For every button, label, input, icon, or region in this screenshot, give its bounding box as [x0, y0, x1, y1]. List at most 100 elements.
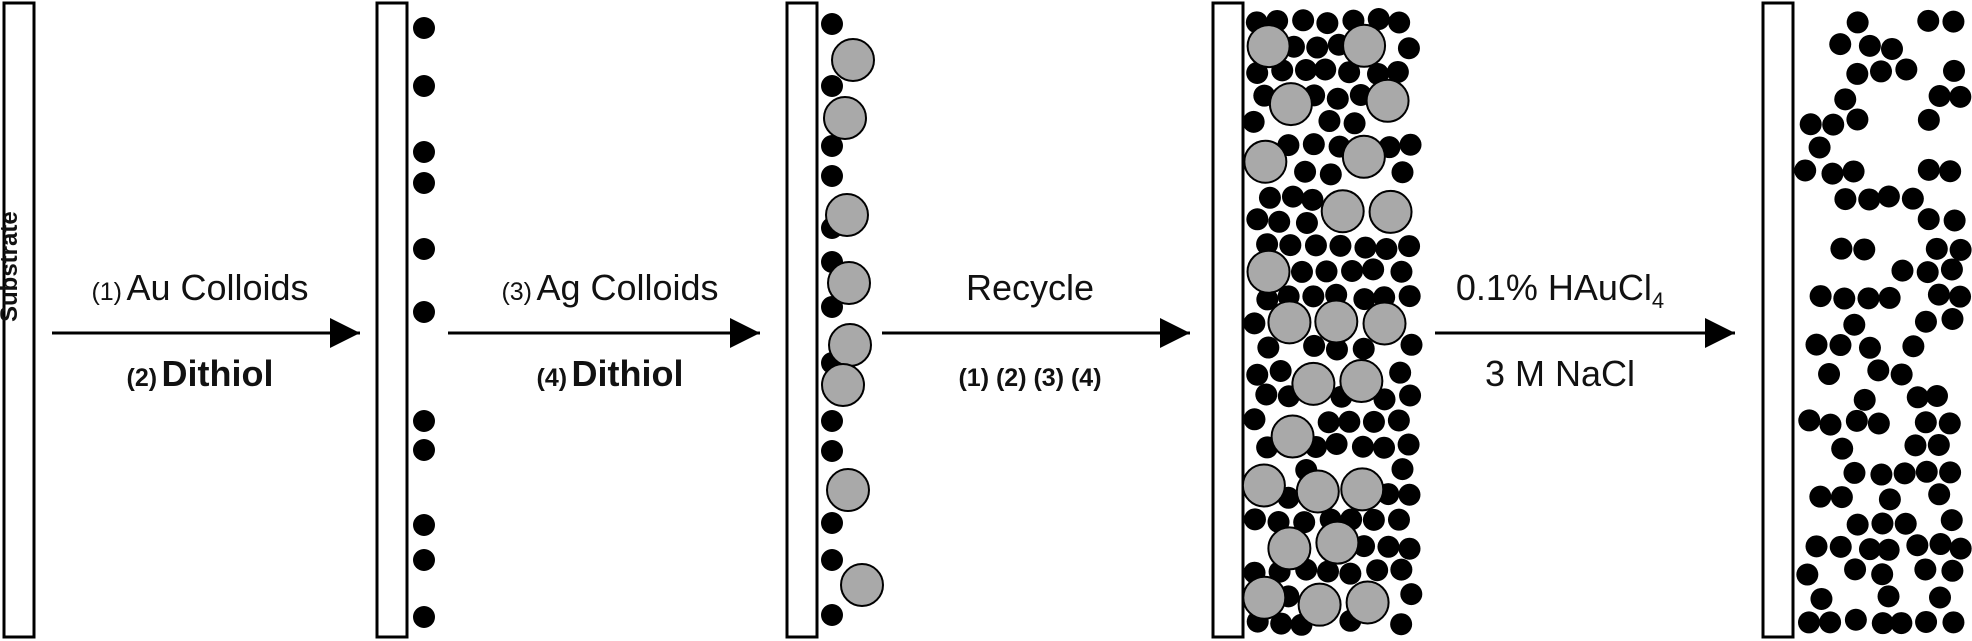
ag-particle-p4-15 — [1241, 463, 1286, 508]
ag-particle-p4-8 — [1246, 249, 1291, 294]
au-particle-p5-13-1 — [1829, 334, 1852, 357]
au-particle-p4-24-6 — [1390, 613, 1413, 636]
au-particle-p5-4-2 — [1846, 108, 1869, 131]
au-particle-p4-17-5 — [1373, 436, 1396, 459]
step2-bottom-num: (4) — [536, 364, 568, 392]
au-particle-p5-11-0 — [1809, 285, 1832, 308]
au-particle-p5-18-6 — [1939, 461, 1962, 484]
au-particle-p4-11-2 — [1302, 285, 1325, 308]
ag-particle-p3-4 — [828, 323, 872, 367]
au-particle-p5-20-2 — [1846, 513, 1869, 536]
au-particle-p4-11-4 — [1353, 288, 1376, 311]
au-particle-p3-10 — [821, 512, 843, 534]
au-particle-p4-14-1 — [1269, 360, 1292, 383]
substrate-plate-2 — [375, 1, 409, 639]
au-particle-p5-6-6 — [1939, 160, 1962, 183]
au-particle-p5-15-5 — [1925, 384, 1948, 407]
ag-particle-p4-16 — [1295, 469, 1340, 514]
au-particle-p5-0-6 — [1942, 10, 1965, 33]
au-particle-p5-22-6 — [1941, 559, 1964, 582]
au-particle-p2-4 — [413, 238, 435, 260]
au-particle-p5-18-3 — [1870, 463, 1893, 486]
au-particle-p4-4-0 — [1242, 110, 1265, 133]
au-particle-p4-10-2 — [1290, 260, 1313, 283]
au-particle-p5-2-2 — [1846, 62, 1869, 85]
ag-particle-p3-1 — [823, 96, 867, 140]
au-particle-p5-21-5 — [1929, 533, 1952, 556]
ag-particle-p4-17 — [1340, 467, 1385, 512]
au-particle-p4-10-4 — [1341, 259, 1364, 282]
step4-top-text: 0.1% HAuCl — [1455, 267, 1652, 308]
au-particle-p5-4-0 — [1799, 113, 1822, 136]
au-particle-p4-16-4 — [1338, 410, 1361, 433]
substrate-label: Substrate — [0, 211, 23, 322]
step1-bottom-label: (2) Dithiol — [50, 356, 350, 392]
au-particle-p5-23-0 — [1810, 587, 1833, 610]
au-particle-p4-10-6 — [1390, 260, 1413, 283]
step3-top-label: Recycle — [965, 267, 1095, 308]
au-particle-p5-7-4 — [1901, 187, 1924, 210]
au-particle-p5-17-4 — [1904, 434, 1927, 457]
ag-particle-p4-9 — [1267, 300, 1312, 345]
au-particle-p5-16-5 — [1914, 411, 1937, 434]
au-particle-p4-17-4 — [1351, 435, 1374, 458]
au-particle-p5-22-2 — [1844, 558, 1867, 581]
ag-particle-p3-7 — [840, 563, 884, 607]
au-particle-p4-7-1 — [1281, 185, 1304, 208]
au-particle-p2-0 — [413, 17, 435, 39]
au-particle-p5-0-5 — [1917, 9, 1940, 32]
ag-particle-p4-19 — [1315, 520, 1360, 565]
au-particle-p4-20-5 — [1362, 508, 1385, 531]
au-particle-p4-22-4 — [1339, 562, 1362, 585]
ag-particle-p4-5 — [1341, 134, 1386, 179]
au-particle-p5-15-4 — [1906, 386, 1929, 409]
au-particle-p4-11-0 — [1256, 288, 1279, 311]
au-particle-p4-14-6 — [1389, 361, 1412, 384]
au-particle-p4-21-5 — [1377, 535, 1400, 558]
au-particle-p5-6-1 — [1821, 162, 1844, 185]
au-particle-p4-9-6 — [1398, 235, 1421, 258]
au-particle-p3-9 — [821, 440, 843, 462]
au-particle-p5-7-1 — [1834, 188, 1857, 211]
au-particle-p4-15-6 — [1399, 384, 1422, 407]
au-particle-p3-8 — [821, 410, 843, 432]
au-particle-p5-2-3 — [1869, 60, 1892, 83]
au-particle-p5-11-2 — [1857, 287, 1880, 310]
au-particle-p5-24-6 — [1942, 611, 1965, 634]
au-particle-p5-10-5 — [1916, 261, 1939, 284]
ag-particle-p4-20 — [1242, 575, 1287, 620]
au-particle-p4-0-2 — [1292, 9, 1315, 32]
au-particle-p5-9-2 — [1853, 238, 1876, 261]
au-particle-p2-1 — [413, 75, 435, 97]
step2-top-num: (3) — [501, 278, 532, 306]
step-arrowhead-3 — [1160, 318, 1190, 348]
au-particle-p4-2-0 — [1246, 61, 1269, 84]
au-particle-p5-2-6 — [1942, 59, 1965, 82]
step4-bottom-label: 3 M NaCl — [1484, 353, 1636, 394]
au-particle-p5-21-6 — [1949, 537, 1972, 560]
au-particle-p5-11-5 — [1927, 283, 1950, 306]
au-particle-p2-9 — [413, 549, 435, 571]
au-particle-p4-24-1 — [1270, 612, 1293, 635]
ag-particle-p4-18 — [1267, 526, 1312, 571]
au-particle-p4-4-3 — [1318, 110, 1341, 133]
step1-top-label: (1) Au Colloids — [50, 270, 350, 306]
au-particle-p5-12-5 — [1914, 310, 1937, 333]
au-particle-p5-13-2 — [1858, 336, 1881, 359]
au-particle-p4-21-6 — [1398, 537, 1421, 560]
au-particle-p2-8 — [413, 514, 435, 536]
step-arrowhead-1 — [330, 318, 360, 348]
au-particle-p4-0-5 — [1367, 8, 1390, 31]
au-particle-p5-1-1 — [1829, 33, 1852, 56]
substrate-plate-3 — [785, 1, 819, 639]
au-particle-p4-2-2 — [1294, 59, 1317, 82]
au-particle-p4-20-0 — [1243, 508, 1266, 531]
au-particle-p5-21-2 — [1858, 538, 1881, 561]
au-particle-p5-23-5 — [1928, 586, 1951, 609]
au-particle-p4-14-0 — [1246, 363, 1269, 386]
au-particle-p5-9-6 — [1949, 238, 1972, 261]
au-particle-p5-14-4 — [1890, 363, 1913, 386]
au-particle-p5-20-3 — [1871, 512, 1894, 535]
au-particle-p5-24-1 — [1819, 611, 1842, 634]
ag-particle-p4-3 — [1365, 78, 1410, 123]
